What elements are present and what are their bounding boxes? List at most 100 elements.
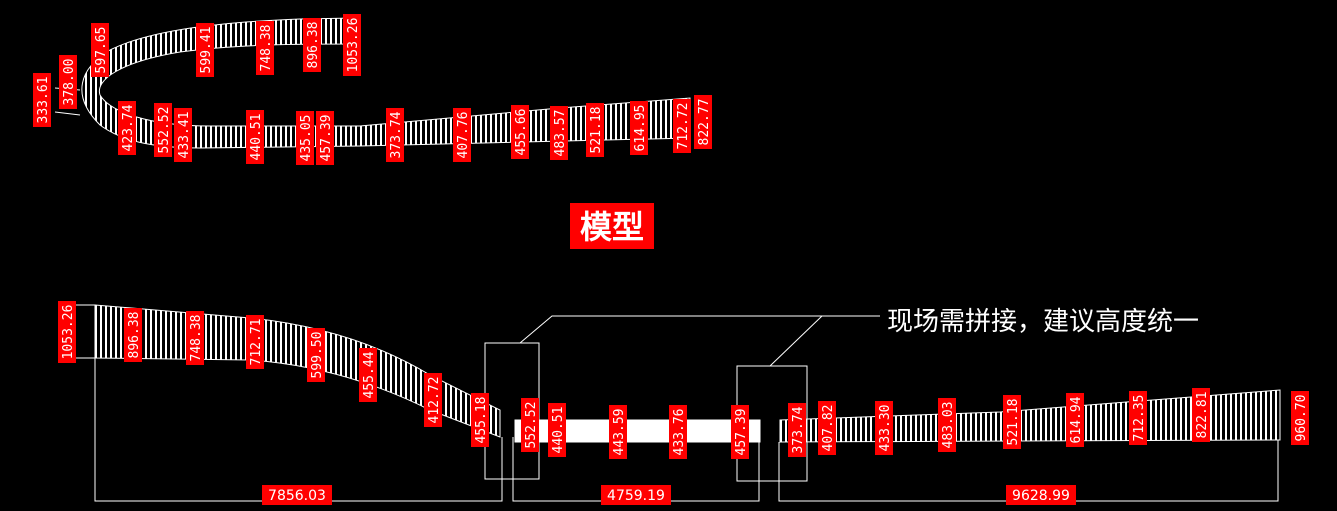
label-text: 599.50 (310, 332, 325, 379)
label-text: 521.18 (1006, 399, 1021, 446)
profile-height-label: 440.51 (548, 403, 566, 457)
label-background (511, 105, 529, 159)
label-background (471, 393, 489, 447)
label-background (33, 73, 51, 127)
label-background (343, 14, 361, 76)
profile-height-label: 614.94 (1066, 393, 1084, 447)
label-text: 483.57 (553, 110, 568, 157)
label-text: 712.35 (1132, 395, 1147, 442)
label-text: 440.51 (551, 407, 566, 454)
label-background (548, 403, 566, 457)
label-background (669, 405, 687, 459)
profile-height-label: 443.59 (609, 405, 627, 459)
label-background (1129, 391, 1147, 445)
label-background (359, 348, 377, 402)
label-background (196, 23, 214, 77)
label-background (818, 401, 836, 455)
plan-height-label: 373.74 (386, 108, 404, 162)
label-background (453, 108, 471, 162)
profile-height-label: 896.38 (124, 308, 142, 362)
dimension-text: 4759.19 (607, 488, 665, 504)
model-title: 模型 (570, 203, 654, 249)
label-text: 433.41 (177, 112, 192, 159)
dimension-label: 4759.19 (601, 485, 671, 505)
profile-height-label: 552.52 (521, 398, 539, 452)
label-text: 748.38 (189, 315, 204, 362)
label-background (521, 398, 539, 452)
label-background (630, 101, 648, 155)
profile-height-label: 373.74 (788, 403, 806, 457)
label-background (1066, 393, 1084, 447)
label-background (875, 401, 893, 455)
plan-height-label: 521.18 (586, 103, 604, 157)
label-background (186, 311, 204, 365)
label-text: 455.44 (362, 351, 377, 398)
label-background (609, 405, 627, 459)
plan-height-label: 614.95 (630, 101, 648, 155)
plan-height-label: 457.39 (316, 111, 334, 165)
label-text: 896.38 (127, 312, 142, 359)
profile-height-label: 455.18 (471, 393, 489, 447)
label-text: 1053.26 (61, 305, 76, 360)
dimension-label-background (262, 485, 332, 505)
profile-height-label: 521.18 (1003, 395, 1021, 449)
label-text: 614.95 (633, 105, 648, 152)
label-text: 440.51 (249, 114, 264, 161)
label-text: 748.38 (259, 25, 274, 72)
label-background (91, 23, 109, 77)
plan-height-label: 712.72 (673, 99, 691, 153)
profile-height-label: 433.30 (875, 401, 893, 455)
profile-height-label: 433.76 (669, 405, 687, 459)
label-text: 597.65 (94, 27, 109, 74)
profile-height-label: 712.71 (246, 315, 264, 369)
plan-height-label: 822.77 (694, 95, 712, 149)
label-text: 433.76 (672, 409, 687, 456)
profile-height-label: 599.50 (307, 328, 325, 382)
label-text: 407.76 (456, 112, 471, 159)
profile-height-label: 483.03 (938, 398, 956, 452)
label-background (731, 405, 749, 459)
label-text: 896.38 (306, 22, 321, 69)
label-background (938, 398, 956, 452)
label-text: 960.70 (1294, 395, 1309, 442)
label-text: 521.18 (589, 107, 604, 154)
label-background (316, 111, 334, 165)
plan-height-label: 599.41 (196, 23, 214, 77)
plan-height-label: 423.74 (118, 101, 136, 155)
label-text: 373.74 (791, 406, 806, 453)
dimension-label-background (601, 485, 671, 505)
profile-height-label: 748.38 (186, 311, 204, 365)
dimension-label: 7856.03 (262, 485, 332, 505)
label-text: 457.39 (734, 409, 749, 456)
label-text: 457.39 (319, 115, 334, 162)
label-text: 407.82 (821, 405, 836, 452)
label-text: 1053.26 (346, 18, 361, 73)
label-background (788, 403, 806, 457)
plan-height-label: 455.66 (511, 105, 529, 159)
label-text: 423.74 (121, 104, 136, 151)
label-text: 552.52 (157, 107, 172, 154)
label-text: 712.71 (249, 319, 264, 366)
plan-height-label: 435.05 (296, 111, 314, 165)
label-background (154, 103, 172, 157)
label-background (694, 95, 712, 149)
label-background (1003, 395, 1021, 449)
label-background (386, 108, 404, 162)
plan-height-label: 1053.26 (343, 14, 361, 76)
label-text: 455.66 (514, 109, 529, 156)
label-text: 373.74 (389, 111, 404, 158)
label-text: 333.61 (36, 77, 51, 124)
dimension-text: 9628.99 (1012, 488, 1070, 504)
label-background (246, 110, 264, 164)
label-background (174, 108, 192, 162)
label-background (118, 101, 136, 155)
plan-height-label: 483.57 (550, 106, 568, 160)
label-background (550, 106, 568, 160)
plan-height-label: 433.41 (174, 108, 192, 162)
profile-height-label: 407.82 (818, 401, 836, 455)
label-text: 822.77 (697, 99, 712, 146)
dimension-label: 9628.99 (1006, 485, 1076, 505)
label-text: 822.81 (1195, 392, 1210, 439)
label-text: 614.94 (1069, 396, 1084, 443)
label-background (296, 111, 314, 165)
